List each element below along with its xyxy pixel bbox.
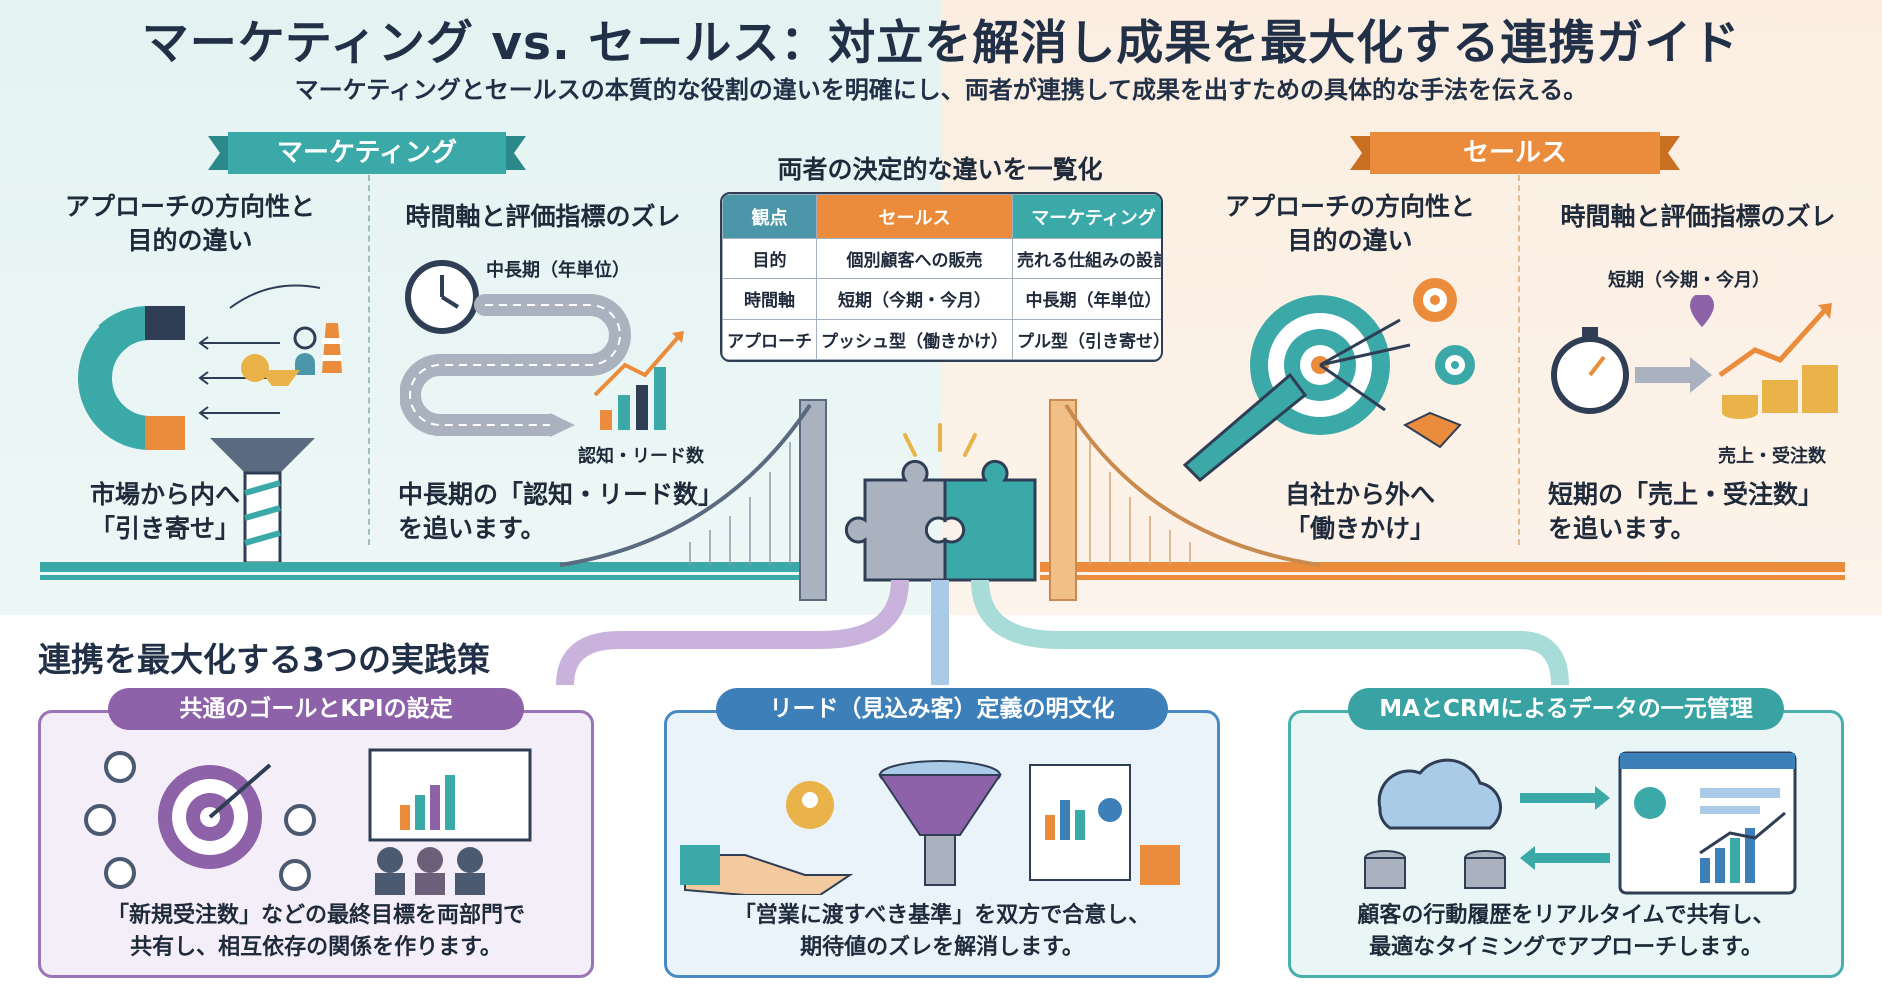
sales-approach-text: 自社から外へ 「働きかけ」	[1284, 480, 1435, 543]
practice-label-kpi: 共通のゴールとKPIの設定	[108, 688, 524, 730]
dashboard-icon	[1618, 751, 1797, 895]
page-subtitle: マーケティングとセールスの本質的な役割の違いを明確にし、両者が連携して成果を出す…	[294, 76, 1588, 104]
table-header-cell: セールス	[816, 194, 1013, 239]
table-cell: プル型（引き寄せ）	[1012, 318, 1161, 360]
target-illustration	[1182, 278, 1475, 483]
table-cell: 目的	[722, 237, 817, 280]
marketing-time-label: 中長期（年単位）	[486, 260, 630, 281]
sales-time-heading: 時間軸と評価指標のズレ	[1560, 202, 1836, 231]
funnel-tower-icon	[210, 438, 315, 565]
marketing-divider	[368, 175, 370, 545]
practices-title: 連携を最大化する3つの実践策	[38, 640, 490, 679]
presentation-icon	[368, 748, 532, 895]
sales-metric-label: 売上・受注数	[1718, 446, 1826, 467]
stopwatch-icon	[1551, 327, 1629, 414]
handshake-icon	[1402, 411, 1462, 449]
marketing-approach-heading: アプローチの方向性と 目的の違い	[64, 192, 315, 255]
magnet-icon	[78, 305, 185, 450]
table-header-cell: 観点	[722, 194, 817, 239]
marketing-time-heading: 時間軸と評価指標のズレ	[405, 202, 681, 231]
target-arrow-icon	[158, 763, 272, 869]
table-cell: プッシュ型（働きかけ）	[816, 318, 1013, 360]
marketing-metric-label: 認知・リード数	[578, 446, 704, 467]
table-row: 時間軸 短期（今期・今月） 中長期（年単位）	[722, 278, 1161, 320]
marketing-approach-text: 市場から内へ 「引き寄せ」	[89, 480, 240, 543]
magnet-funnel-illustration	[78, 284, 342, 565]
sales-ribbon: セールス	[1370, 132, 1660, 174]
data-management-illustration	[1364, 751, 1797, 895]
lead-funnel-icon	[878, 760, 1002, 886]
sales-time-text: 短期の「売上・受注数」 を追います。	[1548, 480, 1824, 543]
sales-divider	[1518, 175, 1520, 545]
sales-time-label: 短期（今期・今月）	[1608, 270, 1770, 291]
practice-text-kpi: 「新規受注数」などの最終目標を両部門で 共有し、相互依存の関係を作ります。	[106, 903, 525, 960]
table-cell: 個別顧客への販売	[816, 237, 1013, 280]
table-row: アプローチ プッシュ型（働きかけ） プル型（引き寄せ）	[722, 318, 1161, 360]
table-cell: 中長期（年単位）	[1012, 278, 1161, 320]
table-header-cell: マーケティング	[1012, 194, 1161, 239]
sales-approach-heading: アプローチの方向性と 目的の違い	[1224, 192, 1475, 255]
comparison-table: 観点 セールス マーケティング 目的 個別顧客への販売 売れる仕組みの設計 時間…	[720, 192, 1163, 362]
table-header-row: 観点 セールス マーケティング	[722, 194, 1161, 239]
practice-label-lead: リード（見込み客）定義の明文化	[716, 688, 1168, 730]
puzzle-bridge-icon	[40, 399, 1845, 601]
marketing-time-text: 中長期の「認知・リード数」 を追います。	[398, 480, 724, 543]
table-cell: 時間軸	[722, 278, 817, 320]
table-cell: 売れる仕組みの設計	[1012, 237, 1161, 280]
bar-chart-up-icon	[593, 331, 684, 430]
practice-text-data: 顧客の行動履歴をリアルタイムで共有し、 最適なタイミングでアプローチします。	[1357, 903, 1775, 960]
marketing-ribbon: マーケティング	[228, 132, 506, 174]
lighthouse-icon	[322, 323, 342, 373]
kpi-illustration	[84, 748, 532, 895]
connector-flows	[556, 579, 1569, 686]
practice-text-lead: 「営業に渡すべき基準」を双方で合意し、 期待値のズレを解消します。	[733, 903, 1151, 960]
practice-label-data: MAとCRMによるデータの一元管理	[1348, 688, 1784, 730]
lead-funnel-illustration	[680, 760, 1180, 895]
page-title: マーケティング vs. セールス：対立を解消し成果を最大化する連携ガイド	[141, 16, 1741, 71]
winding-road-illustration	[400, 260, 684, 437]
table-cell: アプローチ	[722, 318, 817, 360]
clock-icon	[405, 260, 479, 334]
table-cell: 短期（今期・今月）	[816, 278, 1013, 320]
cloud-database-icon	[1364, 758, 1506, 889]
comparison-title: 両者の決定的な違いを一覧化	[777, 155, 1103, 184]
coin-stack-icon	[1718, 303, 1838, 419]
stopwatch-illustration	[1551, 295, 1838, 419]
table-row: 目的 個別顧客への販売 売れる仕組みの設計	[722, 237, 1161, 280]
